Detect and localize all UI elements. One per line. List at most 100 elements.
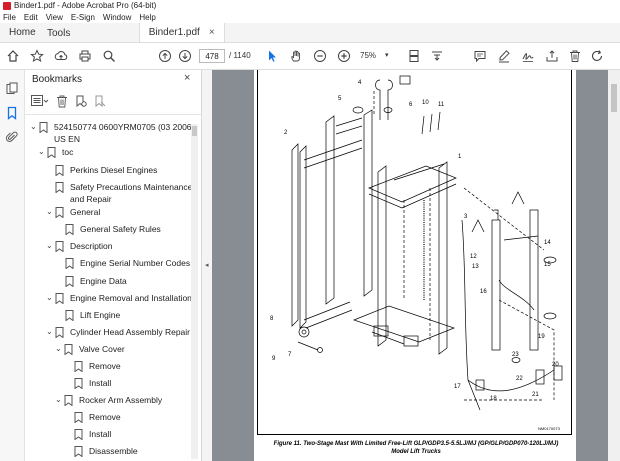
panel-splitter[interactable]: ◂ (202, 70, 212, 461)
print-icon[interactable] (78, 49, 92, 63)
callout-label: 15 (544, 262, 551, 268)
bookmark-item[interactable]: Perkins Diesel Engines (55, 164, 157, 180)
bookmark-label: Remove (89, 412, 121, 422)
bookmark-icon (65, 310, 74, 321)
left-navigation-rail (0, 70, 25, 461)
sign-icon[interactable] (521, 49, 535, 63)
bookmark-label: Engine Data (80, 276, 127, 286)
bookmark-item[interactable]: ⌄ General (46, 206, 100, 222)
callout-label: 19 (538, 334, 545, 340)
bookmark-item[interactable]: Install (74, 428, 111, 444)
bookmarks-panel: Bookmarks × ⌄ 524150774 0600YRM0705 (03 … (25, 70, 202, 461)
next-page-icon[interactable] (178, 49, 192, 63)
attachments-paperclip-icon[interactable] (5, 130, 19, 144)
chevron-down-icon[interactable]: ⌄ (55, 395, 62, 404)
chevron-down-icon[interactable]: ▾ (385, 52, 389, 59)
highlight-pen-icon[interactable] (497, 49, 511, 63)
document-scrollbar-thumb[interactable] (611, 84, 617, 112)
callout-label: 8 (270, 316, 274, 322)
callout-label: 3 (464, 214, 468, 220)
bookmark-label: Rocker Arm Assembly (79, 395, 163, 405)
search-icon[interactable] (102, 49, 116, 63)
callout-label: 6 (409, 102, 413, 108)
zoom-in-icon[interactable] (337, 49, 351, 63)
delete-bookmark-icon[interactable] (56, 95, 68, 110)
select-cursor-icon[interactable] (265, 49, 279, 63)
trash-icon[interactable] (568, 49, 582, 63)
menu-window[interactable]: Window (102, 12, 132, 22)
bookmark-properties-icon[interactable] (94, 95, 106, 110)
options-menu-icon[interactable] (31, 95, 49, 109)
share-icon[interactable] (545, 49, 559, 63)
home-outline-icon[interactable] (6, 49, 20, 63)
mast-exploded-diagram: 1 2 3 4 5 6 7 8 9 10 11 12 13 14 15 16 1… (270, 75, 563, 411)
new-bookmark-icon[interactable] (75, 95, 87, 110)
page-number-input[interactable]: 478 (199, 49, 225, 63)
comment-icon[interactable] (473, 49, 487, 63)
collapse-panel-icon[interactable]: ◂ (205, 262, 209, 269)
callout-label: 14 (544, 240, 551, 246)
zoom-out-icon[interactable] (313, 49, 327, 63)
bookmark-icon (74, 412, 83, 423)
bookmark-label: Remove (89, 361, 121, 371)
menu-view[interactable]: View (45, 12, 63, 22)
bookmark-item[interactable]: Engine Serial Number Codes (65, 257, 190, 273)
bookmark-item[interactable]: Remove (74, 411, 121, 427)
chevron-down-icon[interactable]: ⌄ (30, 122, 37, 131)
bookmark-item[interactable]: Engine Data (65, 275, 127, 291)
bookmark-item[interactable]: ⌄ toc (38, 146, 73, 162)
bookmark-item[interactable]: Install (74, 377, 111, 393)
bookmark-item[interactable]: ⌄ Description (46, 240, 113, 256)
chevron-down-icon[interactable]: ⌄ (46, 293, 53, 302)
bookmark-star-icon[interactable] (30, 49, 44, 63)
chevron-down-icon[interactable]: ⌄ (38, 147, 45, 156)
callout-label: 18 (490, 396, 497, 402)
zoom-level[interactable]: 75% (360, 51, 377, 60)
bookmark-item[interactable]: Lift Engine (65, 309, 120, 325)
title-bar: Binder1.pdf - Adobe Acrobat Pro (64-bit) (0, 0, 620, 11)
bookmarks-scrollbar[interactable] (191, 124, 198, 459)
menu-file[interactable]: File (3, 12, 16, 22)
bookmark-label: 524150774 0600YRM0705 (03 2006)US EN (54, 122, 195, 144)
acrobat-app-icon (3, 1, 11, 10)
tab-tools[interactable]: Tools (47, 27, 71, 39)
menu-edit[interactable]: Edit (23, 12, 38, 22)
callout-label: 22 (516, 376, 523, 382)
tab-document[interactable]: Binder1.pdf × (138, 23, 225, 42)
menu-esign[interactable]: E-Sign (70, 12, 95, 22)
chevron-down-icon[interactable]: ⌄ (55, 344, 62, 353)
page-thumbnails-icon[interactable] (5, 82, 19, 96)
bookmark-item[interactable]: ⌄ Valve Cover (55, 343, 125, 359)
previous-page-icon[interactable] (158, 49, 172, 63)
document-view[interactable]: 1 2 3 4 5 6 7 8 9 10 11 12 13 14 15 16 1… (212, 70, 608, 461)
bookmark-item[interactable]: Disassemble (74, 445, 138, 461)
chevron-down-icon[interactable]: ⌄ (46, 241, 53, 250)
bookmarks-panel-icon[interactable] (5, 106, 19, 120)
close-icon[interactable]: × (184, 72, 191, 84)
document-scrollbar[interactable] (608, 70, 620, 461)
bookmark-item[interactable]: General Safety Rules (65, 223, 161, 239)
upload-cloud-icon[interactable] (54, 49, 68, 63)
bookmark-item[interactable]: Remove (74, 360, 121, 376)
chevron-down-icon[interactable]: ⌄ (46, 207, 53, 216)
hand-tool-icon[interactable] (289, 49, 303, 63)
close-icon[interactable]: × (208, 27, 215, 38)
page-display-icon[interactable] (407, 49, 421, 63)
bookmark-item[interactable]: ⌄ 524150774 0600YRM0705 (03 2006)US EN (30, 121, 194, 144)
chevron-down-icon[interactable]: ⌄ (46, 327, 53, 336)
bookmark-label: Perkins Diesel Engines (70, 165, 158, 175)
bookmarks-scrollbar-thumb[interactable] (192, 126, 197, 136)
bookmark-item[interactable]: ⌄ Engine Removal and Installation (46, 292, 192, 308)
callout-label: 1 (458, 154, 462, 160)
menu-help[interactable]: Help (139, 12, 156, 22)
tab-home[interactable]: Home (9, 27, 36, 38)
bookmark-item[interactable]: ⌄ Rocker Arm Assembly (55, 394, 162, 410)
bookmark-icon (74, 361, 83, 372)
bookmark-item[interactable]: ⌄ Cylinder Head Assembly Repair (46, 326, 190, 342)
rotate-icon[interactable] (590, 49, 604, 63)
bookmark-icon (55, 241, 64, 252)
scroll-mode-icon[interactable] (430, 49, 444, 63)
callout-label: 7 (288, 352, 292, 358)
